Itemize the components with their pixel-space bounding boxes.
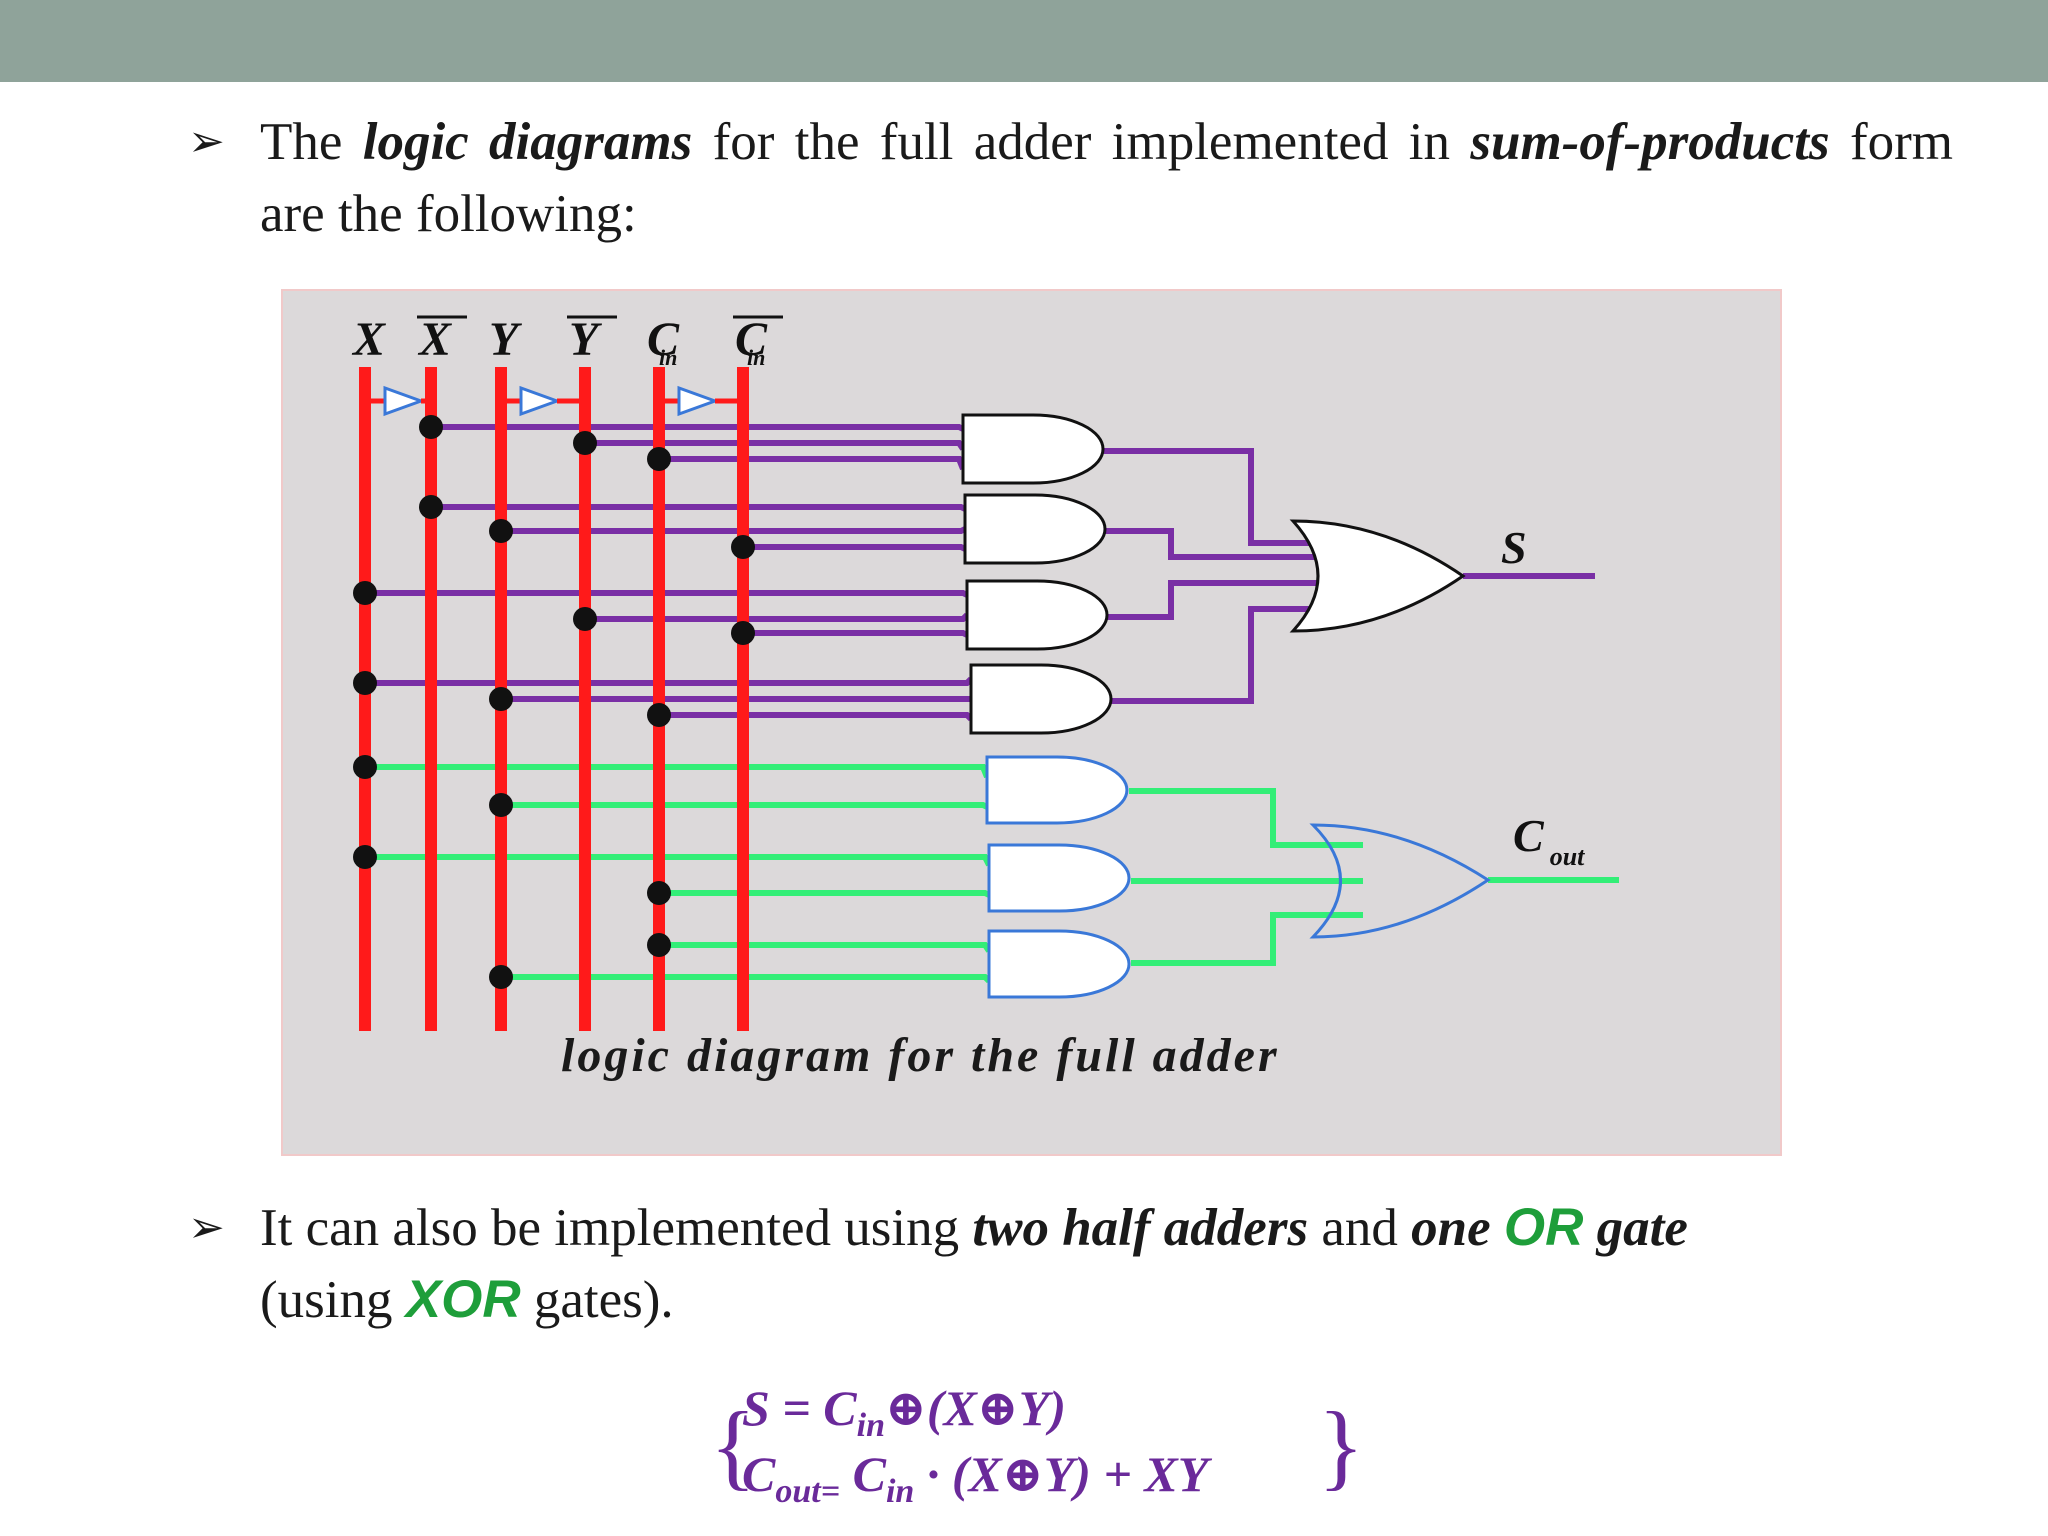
header-bar [0, 0, 2048, 82]
or-gate-sum [1289, 519, 1466, 633]
and-gate [987, 843, 1131, 913]
highlight-xor: XOR [405, 1270, 521, 1329]
sum-wire [743, 630, 969, 638]
output-label-s: S [1501, 522, 1527, 573]
emphasis: gate [1596, 1199, 1688, 1257]
connection-dot [353, 755, 377, 779]
connection-dot [731, 535, 755, 559]
connection-dot [489, 793, 513, 817]
diagram-caption: logic diagram for the full adder [561, 1029, 1280, 1082]
emphasis: two half adders [972, 1199, 1309, 1257]
text: for the full adder implemented in [692, 113, 1471, 171]
input-label: X [417, 313, 452, 366]
connection-dot [731, 621, 755, 645]
carry-wire [365, 764, 990, 779]
eq-text: · (X⊕Y) + XY [914, 1446, 1209, 1502]
connection-dot [419, 415, 443, 439]
connection-dot [647, 703, 671, 727]
text: and [1308, 1199, 1412, 1257]
and-gate [961, 413, 1105, 485]
eq-text: S = C [742, 1380, 857, 1436]
and-gate [963, 493, 1107, 565]
text: gates). [520, 1271, 674, 1329]
bullet-half-adders: ➢ It can also be implemented using two h… [188, 1192, 1953, 1336]
sum-wire [585, 612, 970, 622]
emphasis: one [1411, 1199, 1491, 1257]
cout-letter: C [1513, 810, 1545, 861]
eq-text: C [840, 1446, 886, 1502]
connection-dot [573, 607, 597, 631]
sum-wire [659, 712, 974, 722]
connection-dot [489, 687, 513, 711]
bullet-arrow-icon: ➢ [188, 116, 225, 167]
input-label: Y [569, 313, 602, 366]
input-label: Y [489, 313, 522, 366]
text: The [260, 113, 363, 171]
input-label: X [351, 313, 386, 366]
sum-wire [743, 544, 967, 552]
eq-sub: in [856, 1407, 886, 1444]
carry-equation: Cout= Cin · (X⊕Y) + XY [742, 1444, 1208, 1511]
text: form are the following: [260, 113, 1953, 243]
eq-text: ⊕(X⊕Y) [885, 1380, 1066, 1436]
connection-dot [353, 845, 377, 869]
and-gate [987, 929, 1131, 999]
carry-wire [659, 942, 992, 953]
bullet-logic-diagrams: ➢ The logic diagrams for the full adder … [188, 106, 1953, 250]
sum-wire [1103, 448, 1333, 546]
input-label: Cin [647, 313, 680, 370]
text: It can also be implemented using [260, 1199, 973, 1257]
sum-wire [365, 676, 974, 686]
input-subscript: in [659, 345, 677, 370]
carry-wire [659, 890, 991, 898]
sum-wire [365, 590, 969, 598]
sum-wire [501, 526, 967, 534]
sum-wire [659, 456, 966, 471]
carry-wire [1129, 788, 1363, 848]
highlight-or: OR [1503, 1198, 1584, 1257]
left-brace: { [710, 1392, 757, 1499]
eq-sub: in [885, 1473, 915, 1510]
connection-dot [647, 447, 671, 471]
sum-wire [1107, 580, 1333, 620]
and-gate [985, 755, 1129, 825]
inverter-icon [383, 385, 426, 417]
connection-dot [573, 431, 597, 455]
emphasis: sum-of-products [1470, 113, 1830, 171]
sum-wire [431, 424, 965, 432]
carry-wire [1131, 912, 1363, 966]
connection-dot [647, 881, 671, 905]
or-gate-carry [1309, 823, 1491, 939]
carry-wire [365, 854, 992, 867]
connection-dot [419, 495, 443, 519]
connection-dot [353, 581, 377, 605]
full-adder-equations: { S = Cin⊕(X⊕Y) Cout= Cin · (X⊕Y) + XY } [710, 1378, 1364, 1518]
and-gate [969, 663, 1113, 735]
and-gate [965, 579, 1109, 651]
eq-sub: out= [775, 1473, 841, 1510]
sum-wire [431, 504, 967, 512]
sum-equation: S = Cin⊕(X⊕Y) [742, 1378, 1066, 1445]
input-subscript: in [747, 345, 765, 370]
sum-wire [585, 440, 966, 451]
connection-dot [647, 933, 671, 957]
text: (using [260, 1271, 406, 1329]
inverter-icon [677, 385, 720, 417]
connection-dot [489, 965, 513, 989]
bullet-arrow-icon: ➢ [188, 1202, 225, 1253]
cout-subscript: out [1550, 842, 1585, 871]
emphasis: logic diagrams [362, 113, 693, 171]
input-label: Cin [735, 313, 768, 370]
right-brace: } [1318, 1392, 1365, 1499]
connection-dot [353, 671, 377, 695]
sum-wire [1111, 606, 1333, 704]
sum-wire [1105, 528, 1333, 560]
connection-dot [489, 519, 513, 543]
inverter-icon [519, 385, 562, 417]
eq-text: C [742, 1446, 776, 1502]
